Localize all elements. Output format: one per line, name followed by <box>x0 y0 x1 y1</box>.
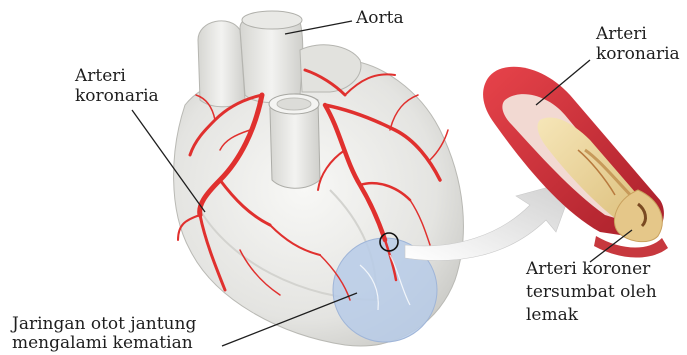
label-dead-tissue-2: mengalami kematian <box>12 333 193 354</box>
label-blocked-artery-1: Arteri koroner <box>526 259 650 280</box>
label-coronary-artery-left-1: Arteri <box>75 66 126 87</box>
label-aorta: Aorta <box>356 8 404 29</box>
label-coronary-artery-left-2: koronaria <box>75 86 159 107</box>
label-coronary-artery-right-1: Arteri <box>596 24 647 45</box>
label-dead-tissue-1: Jaringan otot jantung <box>12 314 196 335</box>
label-coronary-artery-right-2: koronaria <box>596 44 680 65</box>
label-blocked-artery-3: lemak <box>526 305 578 326</box>
label-blocked-artery-2: tersumbat oleh <box>526 282 657 303</box>
